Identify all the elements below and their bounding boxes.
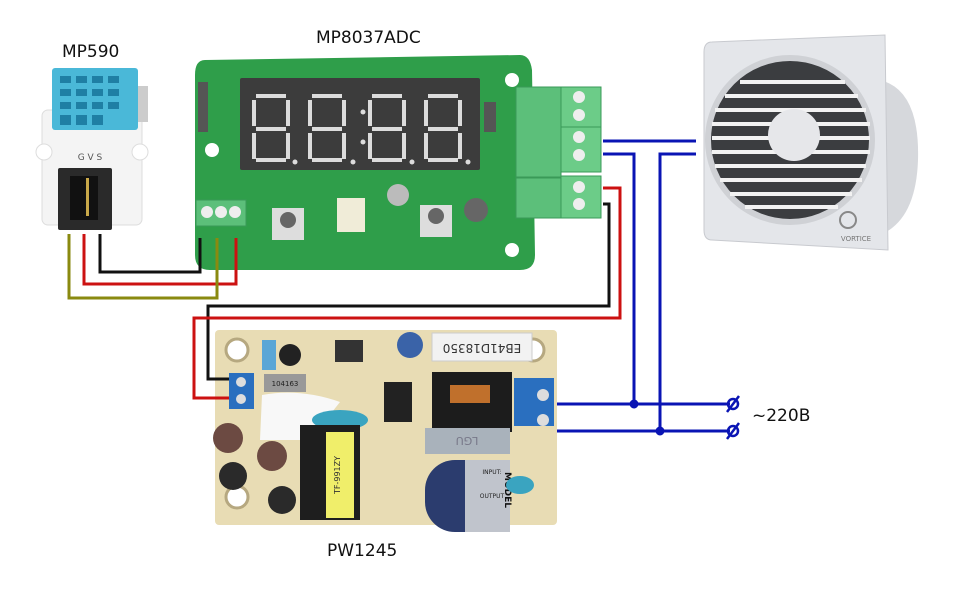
svg-text:OUTPUT: OUTPUT (480, 493, 505, 500)
humidity-sensor (52, 68, 138, 130)
wire-sensor-signal (67, 234, 219, 300)
wire-power-positive (192, 186, 622, 400)
sensor-label: MP590 (62, 42, 120, 62)
pin-header (198, 82, 208, 132)
relay-terminals (515, 86, 602, 219)
power-supply-board: EB41D18350 LGU TF-991ZY INPUT: OUTPUT MO… (213, 330, 557, 532)
junction-dot (655, 426, 665, 436)
display-digits (252, 94, 462, 162)
svg-text:INPUT:: INPUT: (482, 469, 501, 476)
svg-text:MODEL: MODEL (502, 472, 512, 508)
sensor-module: G V S (35, 68, 149, 230)
psu-transformer-label (431, 332, 533, 362)
svg-text:LGU: LGU (456, 434, 479, 447)
wire-fan-neutral (658, 152, 730, 433)
psu-ic (384, 382, 412, 422)
psu-choke (425, 428, 510, 454)
mains-voltage-label: ~220B (752, 406, 811, 426)
wire-power-ground (206, 202, 611, 381)
mains-terminal-icon (726, 422, 740, 440)
wire-sensor-ground (98, 234, 202, 274)
mains-terminals (726, 395, 740, 440)
junction-dot (629, 399, 639, 409)
exhaust-fan: VORTICE (703, 34, 919, 251)
fan-brand-logo: VORTICE (839, 211, 871, 243)
mains-wires (557, 139, 730, 436)
wires (67, 186, 622, 400)
svg-text:EB41D18350: EB41D18350 (443, 341, 522, 355)
relay-chip (337, 198, 365, 232)
psu-x-capacitor (326, 432, 354, 518)
svg-text:VORTICE: VORTICE (841, 235, 871, 243)
svg-text:TF-991ZY: TF-991ZY (333, 456, 342, 495)
led-display (240, 78, 480, 170)
psu-inductor-marking: 104163 (272, 380, 299, 388)
sensor-pin-labels: G V S (78, 153, 103, 163)
wire-relay-to-mains (603, 152, 730, 406)
mains-terminal-icon (726, 395, 740, 413)
wire-sensor-vcc (82, 234, 238, 286)
psu-inductor (264, 374, 306, 392)
controller-board (195, 55, 602, 270)
psu-label: PW1245 (327, 541, 398, 561)
controller-label: MP8037ADC (316, 28, 421, 48)
